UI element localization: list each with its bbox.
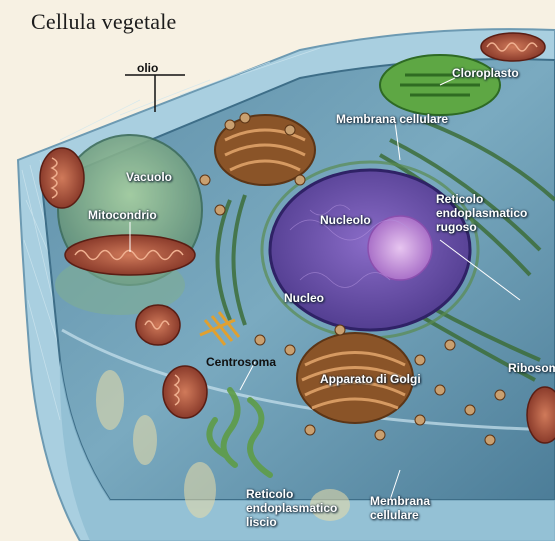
mitochondrion-top-right — [481, 33, 545, 61]
label-olio: olio — [137, 61, 158, 75]
label-reticolo-rugoso: Reticolo endoplasmatico rugoso — [436, 192, 546, 234]
nucleolus — [368, 216, 432, 280]
label-nucleo: Nucleo — [284, 291, 324, 305]
diagram-title: Cellula vegetale — [31, 9, 177, 35]
label-centrosoma: Centrosoma — [206, 355, 276, 369]
label-membrana-top: Membrana cellulare — [336, 112, 448, 126]
label-vacuolo: Vacuolo — [126, 170, 172, 184]
mitochondrion-1 — [40, 148, 84, 208]
label-membrana-bottom: Membrana cellulare — [370, 494, 450, 522]
label-mitocondrio: Mitocondrio — [88, 208, 157, 222]
label-reticolo-liscio: Reticolo endoplasmatico liscio — [246, 487, 356, 529]
mitochondrion-3 — [136, 305, 180, 345]
label-cloroplasto: Cloroplasto — [452, 66, 519, 80]
label-nucleolo: Nucleolo — [320, 213, 371, 227]
label-ribosomi: Ribosomi — [508, 361, 555, 375]
mitochondrion-4 — [163, 366, 207, 418]
label-golgi: Apparato di Golgi — [320, 372, 421, 386]
